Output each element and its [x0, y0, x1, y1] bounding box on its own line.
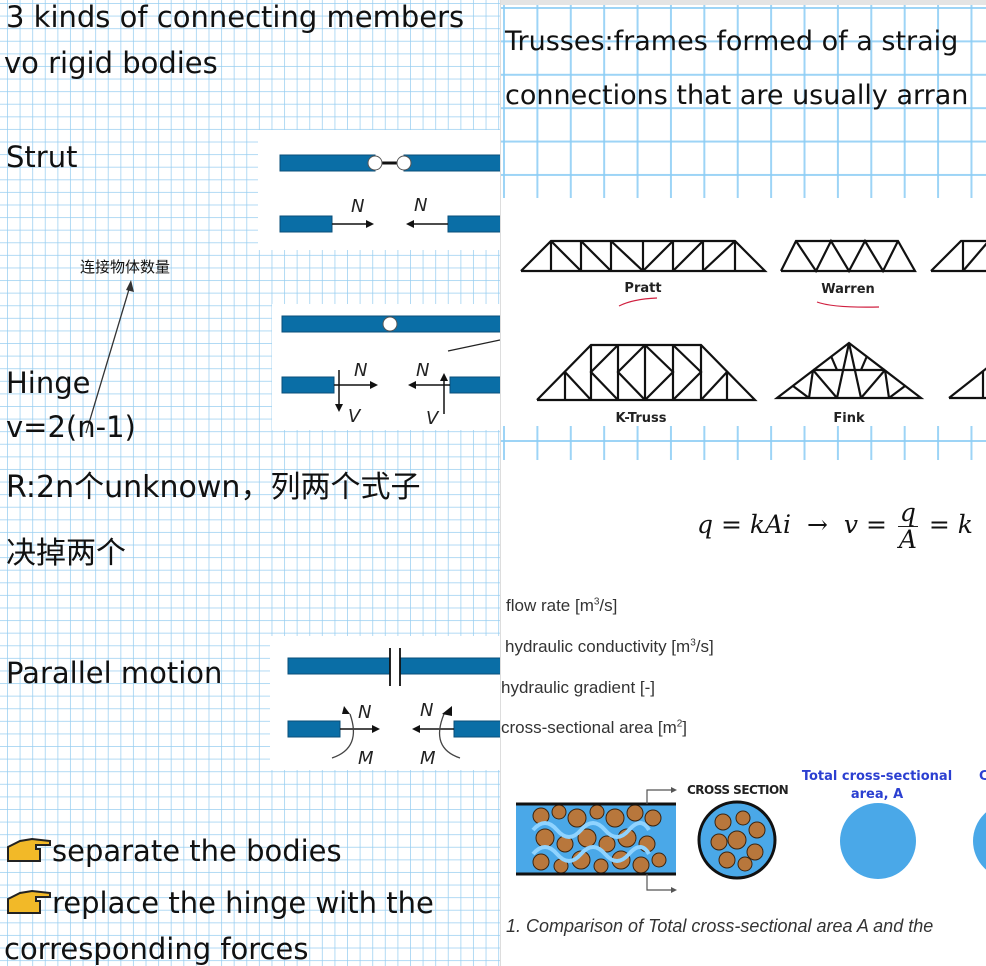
note-unknowns-line-2: 决掉两个: [6, 536, 126, 571]
hinge-figure: N V N V: [272, 304, 500, 430]
definition-text: cross-sectional area [m: [501, 718, 677, 737]
cross-section-label: CROSS SECTION: [687, 783, 788, 797]
total-area-label-line-1: Total cross-sectional: [802, 769, 952, 784]
hinge-diagram: N V N V: [281, 315, 500, 429]
force-label-n: N: [354, 360, 367, 381]
bullet-continuation: corresponding forces: [4, 932, 309, 966]
force-label-n: N: [416, 360, 429, 381]
strut-diagram: N N: [279, 154, 500, 233]
bullet-separate-bodies: separate the bodies: [6, 834, 342, 872]
heading-line-2: vo rigid bodies: [4, 46, 218, 80]
k-truss: [536, 343, 758, 402]
truss-types-image: Pratt Warren K-Truss: [503, 198, 986, 426]
trusses-definition-line-1: Trusses:frames formed of a straig: [505, 26, 959, 57]
equation-v: v =: [843, 510, 887, 539]
darcy-equation: q = kAi → v = q A = k: [697, 500, 973, 553]
force-label-n: N: [351, 196, 364, 217]
force-label-v: V: [426, 408, 440, 429]
trusses-definition-line-2: connections that are usually arran: [505, 80, 969, 111]
partial-truss: [948, 367, 986, 400]
force-label-v: V: [348, 406, 362, 427]
heading-line-1: 3 kinds of connecting members: [6, 0, 465, 34]
truss-label-pratt: Pratt: [624, 281, 661, 296]
annotation-arrow: [85, 280, 134, 434]
panel-top-edge: [501, 0, 986, 5]
strut-label: Strut: [6, 140, 78, 174]
parallel-motion-diagram: N M N M: [287, 648, 500, 769]
warren-truss: [780, 238, 917, 274]
equation-arrow: →: [807, 510, 828, 539]
strut-pin-right: [396, 155, 412, 171]
fink-truss: [773, 341, 925, 400]
definition-tail: /s]: [599, 596, 618, 615]
definition-tail: ]: [682, 718, 688, 737]
right-note-panel: Trusses:frames formed of a straig connec…: [500, 0, 986, 966]
red-underline: [618, 297, 658, 307]
total-area-label-line-2: area, A: [851, 787, 903, 802]
strut-member-right: [403, 154, 500, 172]
strut-figure: N N: [258, 130, 500, 250]
svg-text:C: C: [979, 769, 986, 784]
definition-hydraulic-gradient: hydraulic gradient [-]: [501, 678, 655, 698]
equation-lhs: q = kAi: [697, 510, 792, 539]
force-label-n: N: [414, 195, 427, 216]
grid-background: [501, 0, 986, 200]
definition-text: hydraulic gradient [-]: [501, 678, 656, 697]
truss-label-fink: Fink: [833, 411, 865, 426]
hinge-pin: [382, 316, 398, 332]
equation-fraction: q A: [897, 498, 918, 554]
equation-tail: = k: [928, 510, 973, 539]
definition-text: hydraulic conductivity [m: [505, 637, 691, 656]
annotation-connected-bodies: 连接物体数量: [80, 258, 171, 276]
definition-flow-rate: flow rate [m3/s]: [506, 596, 617, 616]
fraction-denominator: A: [898, 525, 917, 554]
definition-text: flow rate [m: [506, 596, 594, 615]
bullet-replace-hinge: replace the hinge with the: [6, 886, 434, 924]
pointing-hand-icon: [6, 835, 52, 872]
definition-cross-sectional-area: cross-sectional area [m2]: [501, 718, 687, 738]
note-unknowns-line-1: R:2n个unknown，列两个式子: [6, 470, 421, 505]
parallel-motion-label: Parallel motion: [6, 656, 223, 690]
grid-strip: [501, 426, 986, 460]
hinge-formula: v=2(n-1): [6, 410, 136, 444]
moment-label-m: M: [358, 748, 374, 769]
force-label-n: N: [358, 702, 371, 723]
bullet-text: replace the hinge with the: [52, 886, 434, 920]
hinge-label: Hinge: [6, 366, 91, 400]
definition-sup: 3: [690, 637, 696, 649]
left-note-panel: 3 kinds of connecting members vo rigid b…: [0, 0, 500, 966]
definition-tail: /s]: [695, 637, 714, 656]
red-underline: [816, 301, 880, 308]
figure-caption: 1. Comparison of Total cross-sectional a…: [506, 916, 934, 936]
pointing-hand-icon: [6, 887, 52, 924]
partial-truss: [930, 239, 986, 273]
strut-member-left: [279, 154, 376, 172]
moment-label-m: M: [420, 748, 436, 769]
total-area-circle: [840, 803, 916, 879]
truss-diagrams: Pratt Warren K-Truss: [520, 238, 986, 426]
truss-label-k-truss: K-Truss: [615, 411, 666, 426]
bullet-text: separate the bodies: [52, 834, 342, 868]
definition-sup: 2: [676, 718, 683, 730]
strut-pin-left: [367, 155, 383, 171]
definition-hydraulic-conductivity: hydraulic conductivity [m3/s]: [505, 637, 714, 657]
definition-sup: 3: [593, 596, 600, 608]
force-label-n: N: [420, 700, 433, 721]
parallel-motion-figure: N M N M: [270, 636, 500, 770]
fraction-numerator: q: [897, 498, 918, 527]
cross-section-figure: CROSS SECTION Total cross-sectional area…: [516, 769, 986, 893]
pratt-truss: [520, 239, 768, 273]
partial-circle: [973, 812, 986, 870]
truss-label-warren: Warren: [821, 282, 875, 297]
